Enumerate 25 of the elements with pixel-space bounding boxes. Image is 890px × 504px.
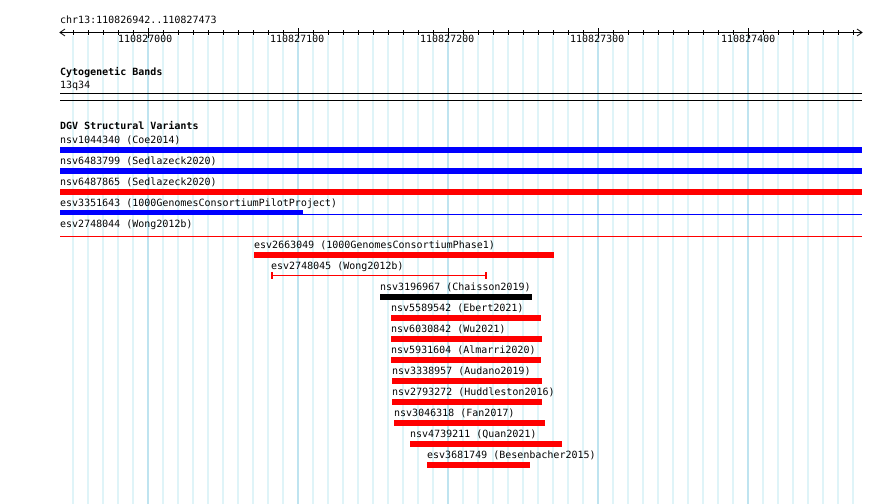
feature-label: nsv2793272 (Huddleston2016): [392, 387, 555, 398]
feature-label: nsv1044340 (Coe2014): [60, 135, 182, 146]
feature-label: nsv6483799 (Sedlazeck2020): [60, 156, 218, 167]
tick-label: 110827000: [118, 34, 172, 45]
feature-label: nsv4739211 (Quan2021): [410, 429, 538, 440]
feature-label: nsv3338957 (Audano2019): [392, 366, 532, 377]
feature-label: esv2748044 (Wong2012b): [60, 219, 194, 230]
feature-label: esv3681749 (Besenbacher2015): [427, 450, 596, 461]
feature-label: nsv6030842 (Wu2021): [391, 324, 506, 335]
tick-label: 110827100: [270, 34, 324, 45]
feature-label: nsv3196967 (Chaisson2019): [380, 282, 532, 293]
feature-label: esv2748045 (Wong2012b): [271, 261, 404, 272]
feature-label: esv3351643 (1000GenomesConsortiumPilotProject): [60, 198, 338, 209]
feature-label: nsv3046318 (Fan2017): [394, 408, 516, 419]
feature-label: nsv6487865 (Sedlazeck2020): [60, 177, 218, 188]
tick-label: 110827300: [570, 34, 624, 45]
coordinate-label: chr13:110826942..110827473: [60, 15, 217, 26]
feature-label: esv2663049 (1000GenomesConsortiumPhase1): [254, 240, 496, 251]
track-title: Cytogenetic Bands: [60, 67, 162, 78]
feature-label: nsv5931604 (Almarri2020): [391, 345, 536, 356]
track-title: DGV Structural Variants: [60, 121, 198, 132]
tick-label: 110827400: [721, 34, 776, 45]
feature-label: nsv5589542 (Ebert2021): [391, 303, 524, 314]
band-label: 13q34: [60, 80, 90, 91]
tick-label: 110827200: [420, 34, 474, 45]
